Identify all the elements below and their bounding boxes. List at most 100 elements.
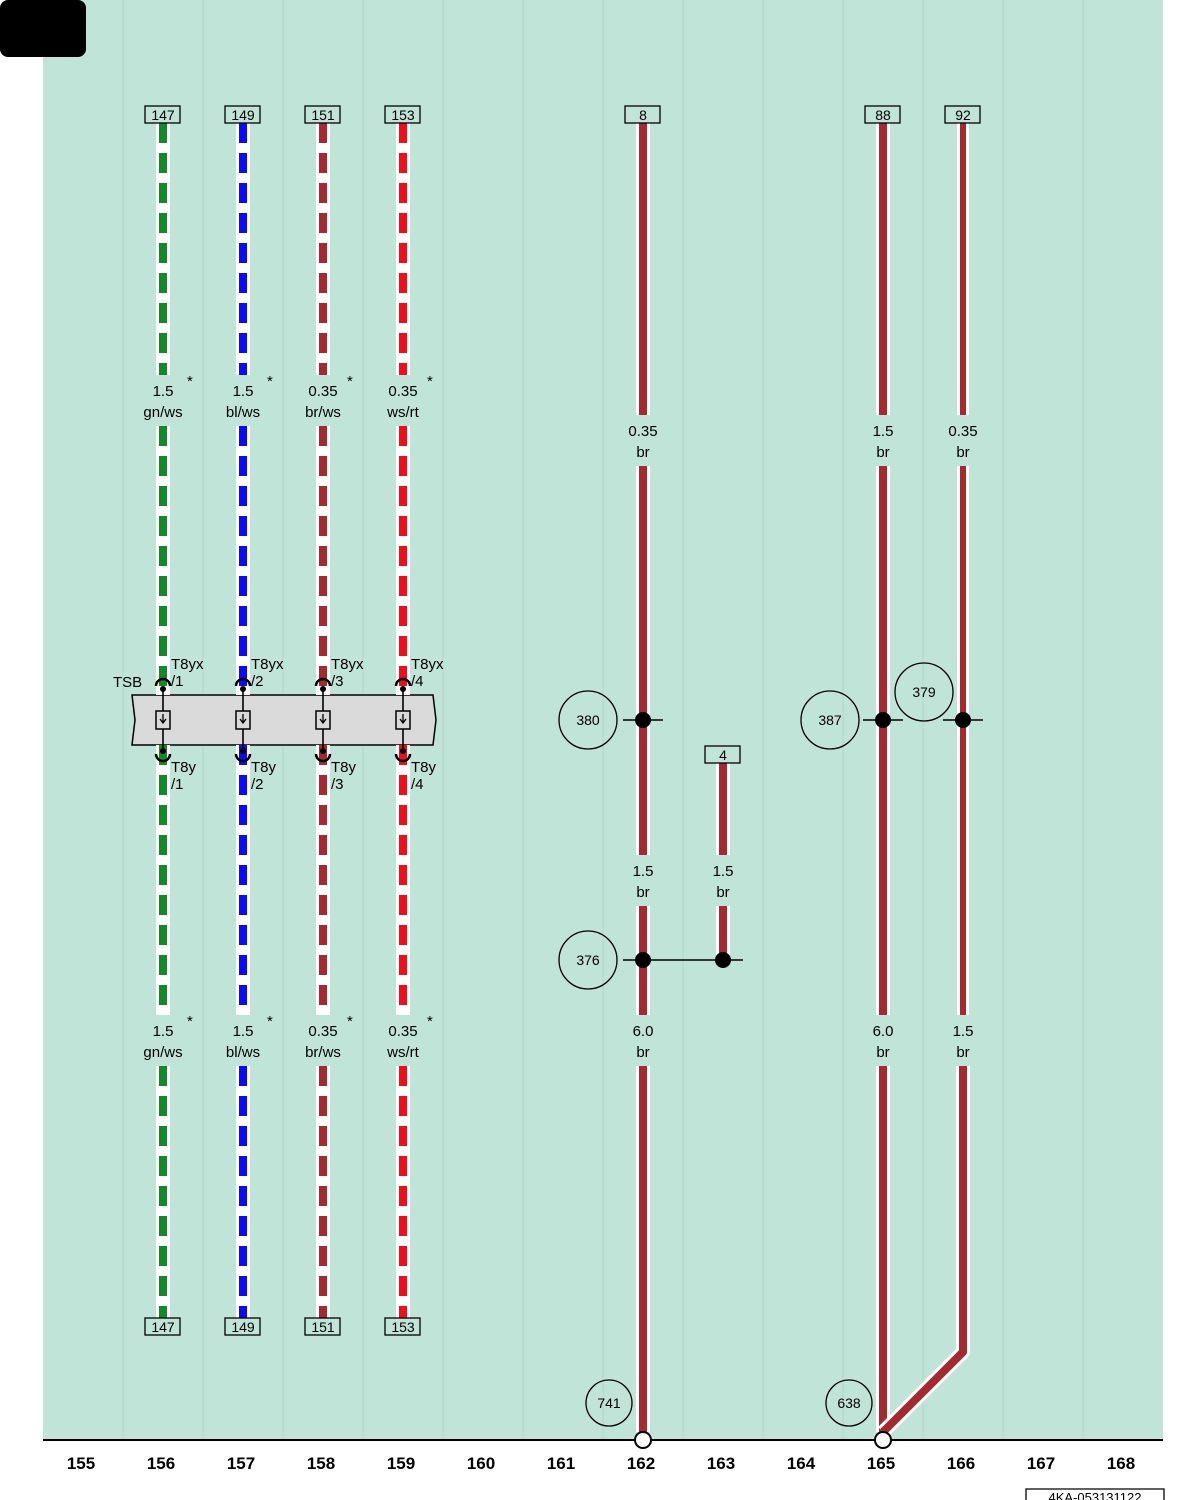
wire-size-label: 1.5 [713, 863, 734, 880]
wire-note-mark: * [427, 373, 433, 390]
ground-terminal [874, 1431, 892, 1449]
column-number: 157 [227, 1454, 255, 1473]
pin-contact-arc-top [234, 677, 252, 687]
pin-terminal-symbol [159, 714, 167, 725]
tsb-connector-body [131, 694, 437, 746]
ref-box-label: 4 [719, 747, 727, 763]
pin-number-bottom: /2 [251, 776, 264, 793]
pin-label-top: T8yx [251, 656, 284, 673]
pin-label-bottom: T8y [251, 759, 277, 776]
splice-376[interactable]: 376 [558, 930, 743, 990]
corner-tab [0, 0, 86, 57]
ref-box-label: 153 [391, 1319, 415, 1335]
wire-note-mark: * [347, 1013, 353, 1030]
pin-label-top: T8yx [331, 656, 364, 673]
wire-size-label: 0.35 [628, 423, 657, 440]
wire-labels-lower: 1.5 gn/ws * 1.5 bl/ws * 0.35 br/ws * 0.3… [143, 1013, 433, 1061]
wire-color-label: ws/rt [386, 404, 419, 421]
wire-color-label: gn/ws [143, 1044, 182, 1061]
pin-label-bottom: T8y [411, 759, 437, 776]
ref-box [864, 105, 901, 124]
column-number: 160 [467, 1454, 495, 1473]
ground-callout-label: 638 [837, 1395, 861, 1411]
pin-contact-arc-top [314, 677, 332, 687]
ground-callout-label: 741 [597, 1395, 621, 1411]
splice-callout-circle [894, 662, 954, 722]
reference-boxes: 147 149 151 153 147 149 151 153 [144, 105, 421, 1336]
ref-box-label: 151 [311, 107, 335, 123]
ref-box [624, 105, 661, 124]
splice-379[interactable]: 379 [894, 662, 983, 728]
pin-contact-arc-bottom [154, 753, 172, 763]
wire-note-mark: * [187, 373, 193, 390]
splice-dot [635, 952, 651, 968]
pin-label-bottom: T8y [171, 759, 197, 776]
document-id-frame [1025, 1488, 1165, 1500]
wire-size-label: 1.5 [873, 423, 894, 440]
column-number: 165 [867, 1454, 895, 1473]
pin-number-bottom: /1 [171, 776, 184, 793]
wire-color-label: br [876, 444, 889, 461]
splice-callout-label: 387 [818, 712, 842, 728]
pin-contact-arc-top [394, 677, 412, 687]
ground-terminal [634, 1431, 652, 1449]
pin-contact-arc-bottom [234, 753, 252, 763]
wire-color-label: br/ws [305, 404, 341, 421]
column-number: 156 [147, 1454, 175, 1473]
wire-color-label: br [636, 884, 649, 901]
wire-color-label: bl/ws [226, 1044, 260, 1061]
ref-box [384, 1317, 421, 1336]
tsb-connector[interactable] [131, 694, 437, 746]
wire-size-label: 1.5 [233, 383, 254, 400]
splice-callout-circle [800, 690, 860, 750]
wire-size-label: 1.5 [953, 1023, 974, 1040]
wire-size-label: 1.5 [153, 1023, 174, 1040]
ground-point-741[interactable]: 741 [585, 1379, 652, 1449]
wire-color-label: br [956, 444, 969, 461]
ref-box-label: 147 [151, 107, 175, 123]
wire-note-mark: * [427, 1013, 433, 1030]
splice-380[interactable]: 380 [558, 690, 663, 750]
connector-label-tsb: TSB [113, 674, 142, 691]
ref-box-label: 151 [311, 1319, 335, 1335]
wire-color-label: ws/rt [386, 1044, 419, 1061]
ref-box-label: 147 [151, 1319, 175, 1335]
wire-size-label: 6.0 [873, 1023, 894, 1040]
ref-box-label: 153 [391, 107, 415, 123]
splice-dot [715, 952, 731, 968]
ground-point-638[interactable]: 638 [825, 1379, 892, 1449]
solid-wire-reference-boxes: 8 4 88 92 [624, 105, 981, 764]
pin-label-bottom: T8y [331, 759, 357, 776]
ref-box [704, 745, 741, 764]
wire-size-label: 1.5 [153, 383, 174, 400]
pin-contact-arc-bottom [394, 753, 412, 763]
splice-387[interactable]: 387 [800, 690, 903, 750]
ref-box [224, 1317, 261, 1336]
pin-number-top: /4 [411, 673, 424, 690]
wire-size-label: 0.35 [948, 423, 977, 440]
column-number: 158 [307, 1454, 335, 1473]
solid-wires [636, 123, 970, 1437]
pin-label-top: T8yx [411, 656, 444, 673]
wire-color-label: br [956, 1044, 969, 1061]
wire-size-label: 0.35 [308, 1023, 337, 1040]
wire-note-mark: * [267, 1013, 273, 1030]
striped-wires [156, 123, 410, 1318]
pin-number-top: /1 [171, 673, 184, 690]
pin-number-top: /3 [331, 673, 344, 690]
ref-box [144, 105, 181, 124]
splice-dot [875, 712, 891, 728]
wire-color-label: br [716, 884, 729, 901]
wire-color-label: br [636, 444, 649, 461]
splice-callout-label: 376 [576, 952, 600, 968]
pin-number-bottom: /4 [411, 776, 424, 793]
pin-terminal-symbol [239, 714, 247, 725]
wire-color-label: br/ws [305, 1044, 341, 1061]
column-number: 168 [1107, 1454, 1135, 1473]
column-number: 162 [627, 1454, 655, 1473]
wire-note-mark: * [347, 373, 353, 390]
wire-labels-upper: 1.5 gn/ws * 1.5 bl/ws * 0.35 br/ws * 0.3… [143, 373, 433, 421]
pin-contact-arc-bottom [314, 753, 332, 763]
pin-label-top: T8yx [171, 656, 204, 673]
ref-box-label: 8 [639, 107, 647, 123]
